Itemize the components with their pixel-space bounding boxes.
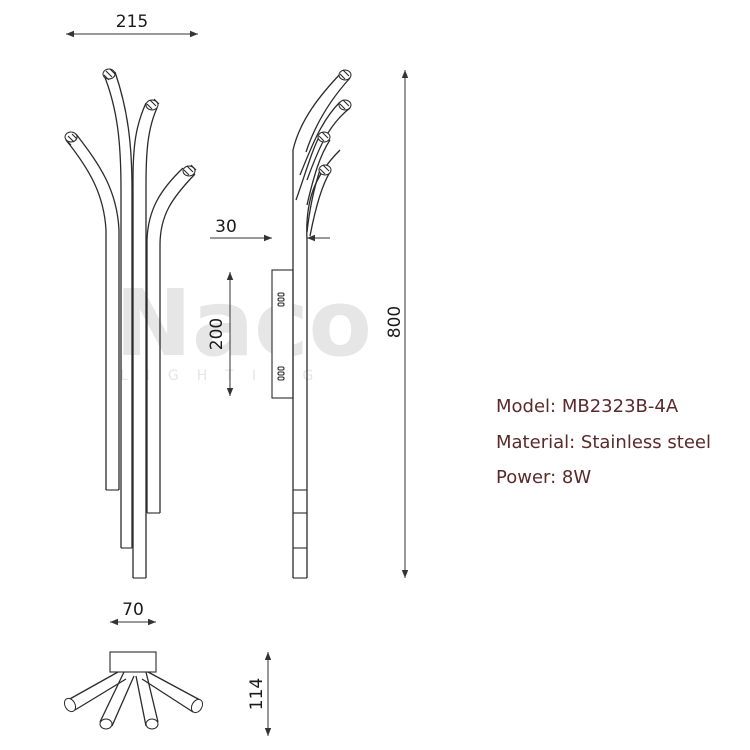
side-branch-4 — [306, 164, 332, 237]
side-branch-1 — [305, 69, 352, 153]
bottom-view: 70 114 — [63, 600, 272, 736]
base-block — [109, 651, 157, 673]
bottom-tube-4 — [141, 671, 204, 714]
watermark-sub: LIGHTING — [120, 368, 331, 384]
spec-model: Model: MB2323B-4A — [496, 396, 679, 417]
dim-label-plate-height: 200 — [207, 318, 227, 350]
front-tube-2 — [102, 68, 133, 549]
bottom-tube-3 — [135, 671, 159, 730]
front-tube-4 — [146, 164, 197, 514]
front-tube-1 — [64, 131, 120, 491]
dim-label-base-width: 70 — [122, 600, 144, 620]
side-tube-body — [292, 71, 343, 579]
bottom-tube-1 — [63, 671, 127, 713]
side-branch-3 — [295, 131, 331, 206]
bottom-tube-2 — [99, 671, 135, 730]
plate-holes-top — [277, 292, 285, 307]
dim-label-offset: 30 — [215, 217, 237, 237]
side-branch-2 — [299, 99, 352, 181]
dim-label-top-width: 215 — [116, 12, 148, 32]
watermark-brand: Naco — [115, 270, 372, 377]
front-tube-3 — [132, 98, 160, 579]
dim-label-total-height: 800 — [385, 306, 405, 338]
dim-label-base-depth: 114 — [247, 678, 267, 710]
side-view: 30 200 800 — [207, 69, 409, 579]
watermark: Naco LIGHTING — [115, 270, 372, 384]
spec-power: Power: 8W — [496, 467, 592, 488]
spec-material: Material: Stainless steel — [496, 432, 711, 453]
front-view: 215 — [64, 12, 198, 579]
plate-holes-bottom — [277, 366, 285, 381]
mounting-plate — [271, 269, 294, 399]
